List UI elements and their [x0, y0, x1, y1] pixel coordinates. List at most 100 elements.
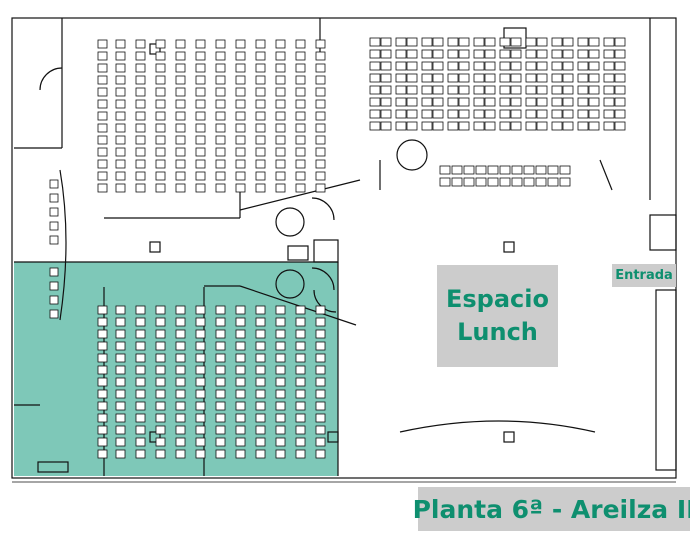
- chair: [380, 61, 392, 71]
- chair: [115, 51, 126, 61]
- chair: [97, 123, 108, 133]
- chair: [155, 99, 166, 109]
- chair: [215, 159, 226, 169]
- chair: [511, 177, 523, 187]
- chair: [97, 171, 108, 181]
- chair: [155, 425, 166, 435]
- chair: [577, 121, 589, 131]
- chair: [369, 49, 381, 59]
- chair: [315, 159, 326, 169]
- door-arc: [311, 197, 335, 221]
- chair: [295, 317, 306, 327]
- chair: [235, 329, 246, 339]
- chair: [458, 49, 470, 59]
- wall: [239, 179, 361, 211]
- chair: [315, 87, 326, 97]
- chair: [155, 341, 166, 351]
- chair: [315, 99, 326, 109]
- chair: [115, 377, 126, 387]
- chair: [473, 97, 485, 107]
- chair: [614, 109, 626, 119]
- chair: [275, 377, 286, 387]
- chair: [135, 39, 146, 49]
- chair: [315, 413, 326, 423]
- chair: [255, 329, 266, 339]
- chair: [421, 73, 433, 83]
- chair: [603, 109, 615, 119]
- chair: [97, 389, 108, 399]
- chair: [255, 305, 266, 315]
- chair: [215, 341, 226, 351]
- chair: [155, 39, 166, 49]
- label-line-1: Espacio: [446, 285, 549, 313]
- chair: [235, 147, 246, 157]
- chair: [551, 97, 563, 107]
- chair: [369, 121, 381, 131]
- chair: [525, 85, 537, 95]
- chair: [195, 87, 206, 97]
- chair: [614, 61, 626, 71]
- chair: [523, 165, 535, 175]
- pillar: [327, 431, 339, 443]
- chair: [155, 449, 166, 459]
- door-arc: [313, 289, 337, 313]
- chair: [195, 99, 206, 109]
- chair: [155, 377, 166, 387]
- chair: [255, 401, 266, 411]
- chair: [295, 183, 306, 193]
- chair: [295, 425, 306, 435]
- chair: [315, 75, 326, 85]
- door-arc: [39, 67, 63, 91]
- chair: [235, 123, 246, 133]
- chair: [97, 353, 108, 363]
- chair: [115, 449, 126, 459]
- chair: [175, 425, 186, 435]
- chair: [215, 377, 226, 387]
- chair: [536, 85, 548, 95]
- chair: [49, 295, 59, 305]
- chair: [421, 97, 433, 107]
- chair: [395, 37, 407, 47]
- chair: [235, 401, 246, 411]
- chair: [97, 377, 108, 387]
- chair: [155, 159, 166, 169]
- chair: [175, 305, 186, 315]
- chair: [499, 73, 511, 83]
- chair: [215, 401, 226, 411]
- chair: [510, 121, 522, 131]
- chair: [511, 165, 523, 175]
- chair: [175, 99, 186, 109]
- chair: [559, 165, 571, 175]
- chair: [536, 49, 548, 59]
- chair: [406, 37, 418, 47]
- pillar: [503, 241, 515, 253]
- chair: [380, 97, 392, 107]
- chair: [115, 305, 126, 315]
- chair: [195, 317, 206, 327]
- chair: [395, 109, 407, 119]
- chair: [484, 85, 496, 95]
- chair: [484, 61, 496, 71]
- chair: [614, 85, 626, 95]
- chair: [175, 413, 186, 423]
- chair: [588, 37, 600, 47]
- chair: [451, 177, 463, 187]
- chair: [97, 413, 108, 423]
- chair: [614, 97, 626, 107]
- chair: [315, 171, 326, 181]
- chair: [406, 73, 418, 83]
- chair: [295, 51, 306, 61]
- door-arc: [311, 267, 335, 291]
- chair: [499, 97, 511, 107]
- chair: [235, 389, 246, 399]
- chair: [315, 425, 326, 435]
- chair: [473, 109, 485, 119]
- chair: [195, 437, 206, 447]
- chair: [255, 63, 266, 73]
- pillar: [149, 43, 161, 55]
- chair: [255, 377, 266, 387]
- chair: [195, 39, 206, 49]
- chair: [536, 97, 548, 107]
- chair: [536, 61, 548, 71]
- chair: [603, 61, 615, 71]
